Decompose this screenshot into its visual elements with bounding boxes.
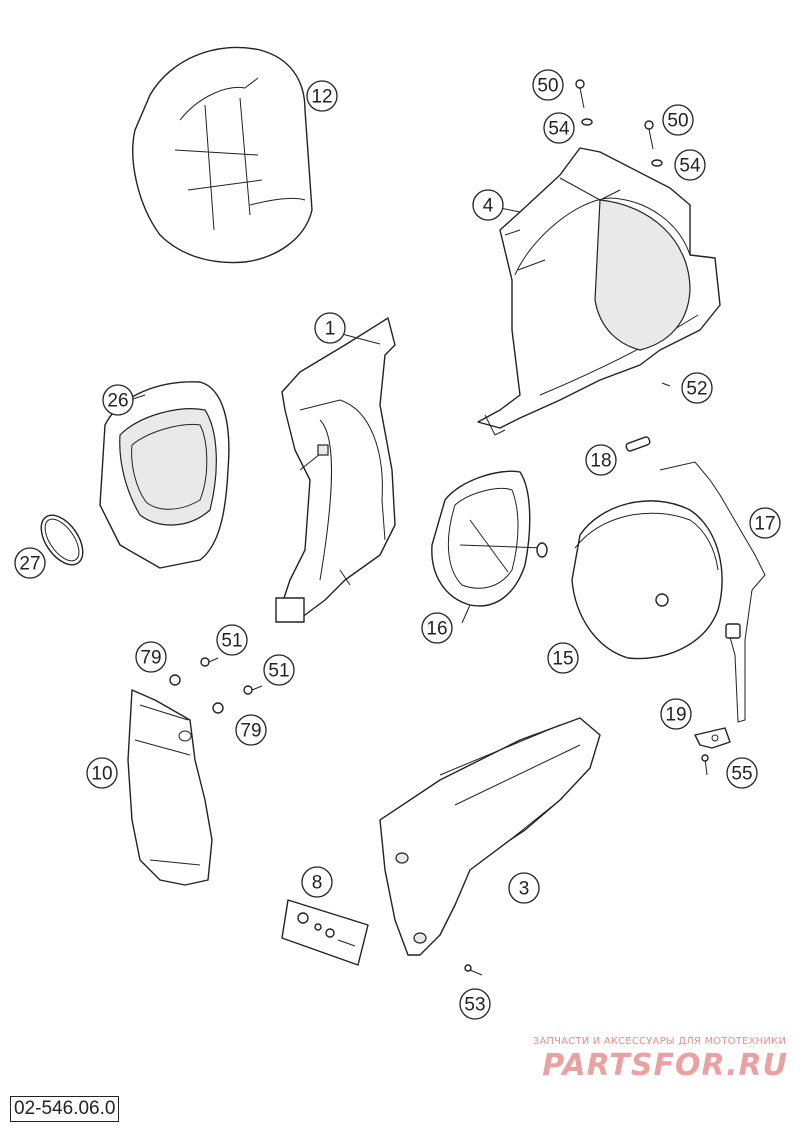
callout-number: 79	[240, 721, 261, 742]
callout-circle	[472, 189, 504, 221]
callout-12: 12	[306, 80, 338, 112]
part-10-side-panel-left	[127, 689, 213, 886]
callout-circle	[749, 507, 781, 539]
bolt-50-upper	[575, 79, 671, 387]
diagram-code: 02-546.06.0	[10, 1096, 120, 1122]
callout-number: 4	[483, 196, 494, 217]
callout-circle	[235, 714, 267, 746]
callout-54: 54	[543, 112, 575, 144]
callout-circle	[585, 444, 617, 476]
callout-circle	[314, 312, 346, 344]
callout-26: 26	[102, 384, 134, 416]
callout-number: 27	[19, 554, 40, 575]
callout-number: 12	[311, 87, 332, 108]
callout-79: 79	[135, 641, 167, 673]
callout-17: 17	[749, 507, 781, 539]
callout-circle	[543, 112, 575, 144]
part-12-filter-cover	[132, 46, 313, 264]
callout-51: 51	[216, 624, 248, 656]
callout-number: 3	[519, 879, 530, 900]
callout-circle	[660, 698, 692, 730]
callout-number: 79	[140, 648, 161, 669]
callout-number: 51	[268, 661, 289, 682]
callout-16: 16	[421, 612, 453, 644]
part-01-filter-frame	[275, 317, 396, 623]
callout-50: 50	[662, 104, 694, 136]
callout-8: 8	[301, 866, 333, 898]
part-04-airbox-housing	[477, 147, 721, 436]
callout-52: 52	[681, 372, 713, 404]
callout-number: 50	[537, 76, 558, 97]
callout-19: 19	[660, 698, 692, 730]
callout-number: 53	[464, 995, 485, 1016]
callout-circle	[102, 384, 134, 416]
callout-number: 17	[754, 514, 775, 535]
callout-circle	[421, 612, 453, 644]
callout-number: 8	[312, 873, 323, 894]
part-03-side-panel-right	[379, 717, 601, 956]
part-16-filter-support	[431, 470, 548, 607]
callout-number: 54	[679, 156, 701, 177]
callout-circle	[547, 642, 579, 674]
callout-circle	[86, 757, 118, 789]
callout-circle	[14, 547, 46, 579]
callout-10: 10	[86, 757, 118, 789]
part-27-hose-clamp	[40, 514, 84, 566]
watermark-logo: PARTSFOR.RU	[542, 1048, 788, 1083]
callout-number: 1	[325, 319, 336, 340]
callout-55: 55	[726, 757, 758, 789]
callout-number: 26	[107, 391, 128, 412]
watermark-caption: ЗАПЧАСТИ И АКСЕССУАРЫ ДЛЯ МОТОТЕХНИКИ	[532, 1036, 786, 1047]
callout-number: 16	[426, 619, 447, 640]
part-53-screw	[464, 964, 483, 976]
callout-circle	[662, 104, 694, 136]
callout-4: 4	[472, 189, 504, 221]
callout-number: 15	[552, 649, 573, 670]
hardware-79-51	[169, 657, 263, 714]
part-19-bracket	[694, 727, 731, 776]
callout-51: 51	[263, 654, 295, 686]
callout-18: 18	[585, 444, 617, 476]
part-08-hardware-kit	[281, 899, 369, 966]
callout-1: 1	[314, 312, 346, 344]
callout-number: 52	[686, 379, 707, 400]
callout-53: 53	[459, 988, 491, 1020]
callout-50: 50	[532, 69, 564, 101]
callout-circle	[306, 80, 338, 112]
callout-number: 10	[91, 764, 112, 785]
callout-54: 54	[674, 149, 706, 181]
callout-number: 18	[590, 451, 611, 472]
part-18-pin	[625, 436, 651, 452]
callout-circle	[674, 149, 706, 181]
callout-circle	[726, 757, 758, 789]
callout-79: 79	[235, 714, 267, 746]
part-17-retaining-wire	[659, 461, 766, 723]
callout-circle	[508, 872, 540, 904]
callout-labels: 12 50 54 50 54 4 1 26 52 18 17 27 16 15 79 51 51 79 10 19 55…	[14, 69, 781, 1020]
part-15-air-filter	[571, 500, 723, 660]
callout-circle	[532, 69, 564, 101]
callout-number: 50	[667, 111, 688, 132]
callout-circle	[459, 988, 491, 1020]
part-26-filter-cage	[99, 381, 230, 569]
callout-15: 15	[547, 642, 579, 674]
callout-circle	[263, 654, 295, 686]
callout-27: 27	[14, 547, 46, 579]
callout-number: 51	[221, 631, 242, 652]
leader-lines	[129, 207, 521, 624]
callout-number: 19	[665, 705, 686, 726]
callout-3: 3	[508, 872, 540, 904]
callout-number: 54	[548, 119, 570, 140]
callout-circle	[301, 866, 333, 898]
callout-circle	[135, 641, 167, 673]
callout-number: 55	[731, 764, 752, 785]
callout-circle	[681, 372, 713, 404]
callout-circle	[216, 624, 248, 656]
